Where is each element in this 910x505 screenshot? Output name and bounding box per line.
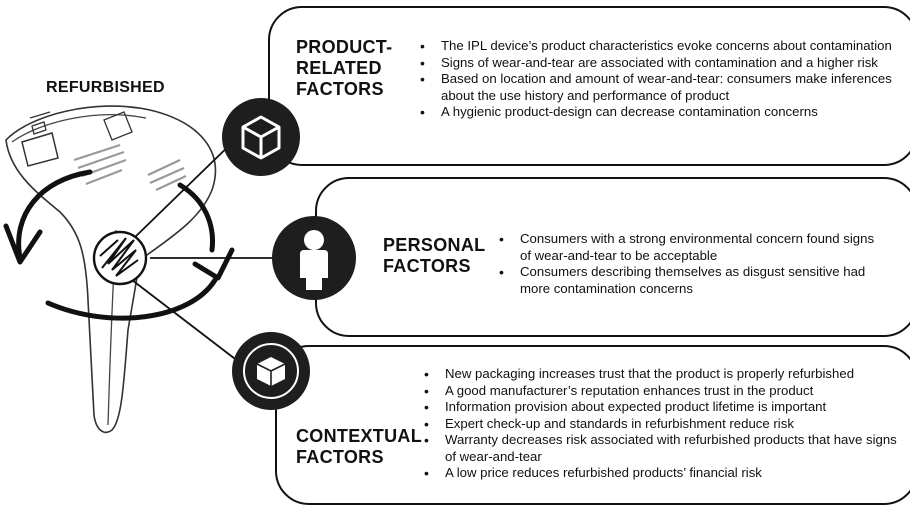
contextual-icon-ring <box>243 343 299 399</box>
list-item: Consumers describing themselves as disgu… <box>497 264 879 297</box>
list-item: Signs of wear-and-tear are associated wi… <box>418 55 900 72</box>
personal-factors-heading: PERSONAL FACTORS <box>383 235 486 276</box>
contextual-icon-circle <box>232 332 310 410</box>
list-item: Based on location and amount of wear-and… <box>418 71 900 104</box>
cube-icon <box>241 115 281 160</box>
list-item: A hygienic product-design can decrease c… <box>418 104 900 121</box>
wear-and-tear-marker <box>92 230 148 286</box>
product-factors-list: The IPL device’s product characteristics… <box>418 38 900 121</box>
list-item: The IPL device’s product characteristics… <box>418 38 900 55</box>
list-item: Warranty decreases risk associated with … <box>422 432 906 465</box>
list-item: New packaging increases trust that the p… <box>422 366 906 383</box>
list-item: Expert check-up and standards in refurbi… <box>422 416 906 433</box>
personal-factors-list: Consumers with a strong environmental co… <box>497 231 879 297</box>
product-factors-heading: PRODUCT- RELATED FACTORS <box>296 37 393 99</box>
product-icon-circle <box>222 98 300 176</box>
personal-icon-circle <box>272 216 356 300</box>
circular-arrows-icon <box>3 169 235 321</box>
list-item: A low price reduces refurbished products… <box>422 465 906 482</box>
list-item: Consumers with a strong environmental co… <box>497 231 879 264</box>
list-item: A good manufacturer’s reputation enhance… <box>422 383 906 400</box>
contextual-factors-heading: CONTEXTUAL FACTORS <box>296 426 422 467</box>
refurbished-title: REFURBISHED <box>46 79 165 96</box>
connector-lines <box>131 134 272 366</box>
list-item: Information provision about expected pro… <box>422 399 906 416</box>
contextual-factors-list: New packaging increases trust that the p… <box>422 366 906 482</box>
package-box-icon <box>256 357 286 386</box>
person-icon <box>300 230 328 290</box>
